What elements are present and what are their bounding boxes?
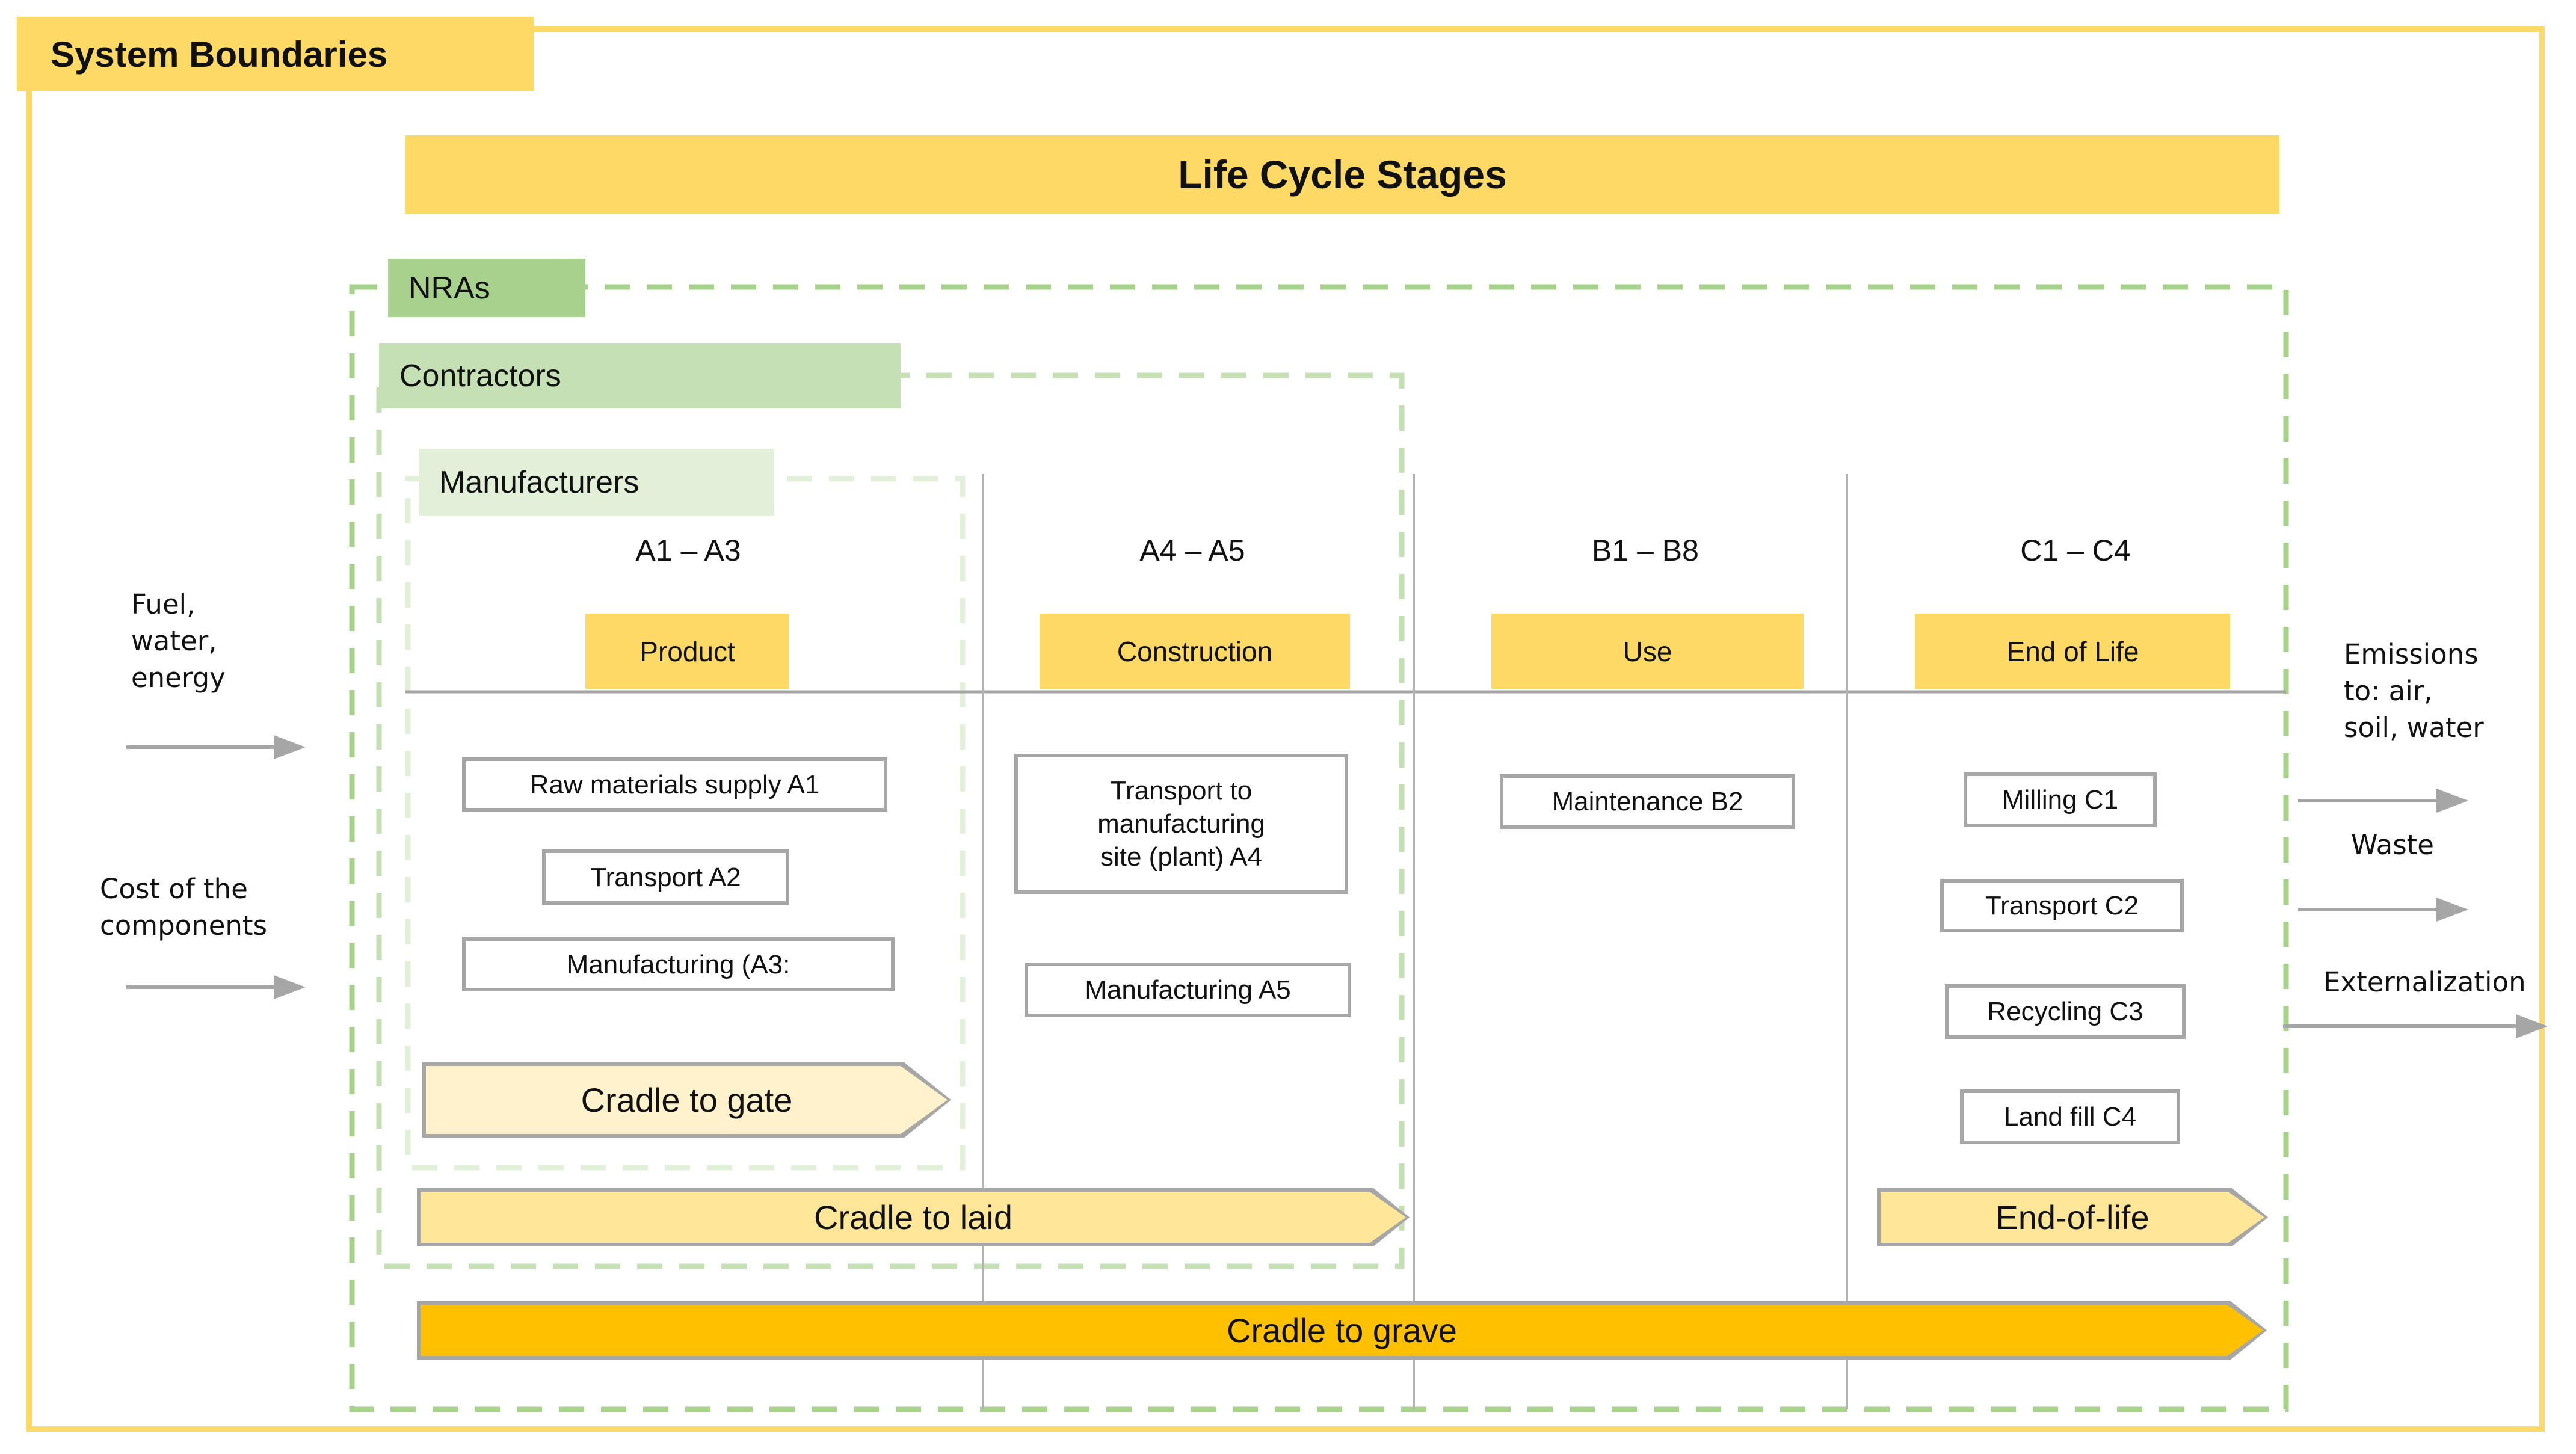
input-label-fuel-water-energy: Fuel, water, energy (131, 588, 226, 694)
process-box-landfill-c4: Land fill C4 (1960, 1089, 2180, 1144)
chevron-fill (1881, 1192, 2264, 1243)
span-arrow-cradle-to-gate: Cradle to gate (422, 1062, 951, 1138)
stage-box-product: Product (585, 614, 789, 689)
process-box-raw-materials-a1: Raw materials supply A1 (462, 757, 887, 812)
output-arrow-waste (2298, 898, 2468, 922)
column-header-b1-b8: B1 – B8 (1592, 534, 1699, 567)
span-arrow-label: Cradle to laid (814, 1198, 1012, 1236)
system-boundary-border (26, 26, 2545, 1432)
output-label-emissions: Emissions to: air, soil, water (2344, 638, 2484, 744)
stage-box-use: Use (1491, 614, 1804, 689)
span-arrow-cradle-to-grave: Cradle to grave (417, 1301, 2267, 1360)
process-box-manufacturing-a5: Manufacturing A5 (1025, 963, 1351, 1017)
process-box-manufacturing-a3: Manufacturing (A3: (462, 937, 895, 991)
chevron-fill (421, 1305, 2263, 1356)
output-label-waste: Waste (2351, 829, 2434, 861)
span-arrow-cradle-to-laid: Cradle to laid (417, 1188, 1410, 1246)
span-arrow-label: Cradle to gate (581, 1081, 793, 1119)
output-label-externalization: Externalization (2323, 966, 2526, 998)
input-label-cost-of-components: Cost of the components (100, 873, 268, 941)
input-arrow-cost (126, 975, 306, 999)
input-arrow-fuel (126, 735, 306, 759)
column-header-a1-a3: A1 – A3 (635, 534, 741, 567)
process-box-transport-c2: Transport C2 (1940, 879, 2184, 932)
stage-box-end-of-life: End of Life (1915, 614, 2230, 689)
output-arrow-externalization (2283, 1014, 2548, 1038)
actor-label-manufacturers: Manufacturers (419, 449, 774, 516)
column-header-c1-c4: C1 – C4 (2020, 534, 2131, 567)
actor-label-contractors: Contractors (379, 343, 901, 408)
lifecycle-stages-header: Life Cycle Stages (405, 135, 2279, 214)
column-header-a4-a5: A4 – A5 (1139, 534, 1245, 567)
process-box-transport-a4: Transport to manufacturing site (plant) … (1014, 754, 1348, 894)
span-arrow-label: End-of-life (1995, 1198, 2149, 1236)
actor-label-nras: NRAs (388, 259, 585, 317)
nras-boundary-box (349, 284, 2289, 1412)
process-box-milling-c1: Milling C1 (1964, 772, 2157, 827)
chevron-fill (421, 1192, 1406, 1243)
process-box-recycling-c3: Recycling C3 (1945, 984, 2186, 1039)
output-arrow-emissions (2298, 789, 2468, 813)
span-arrow-end-of-life: End-of-life (1877, 1188, 2268, 1246)
span-arrow-label: Cradle to grave (1227, 1311, 1457, 1349)
page-title: System Boundaries (17, 17, 534, 91)
process-box-maintenance-b2: Maintenance B2 (1500, 774, 1795, 829)
chevron-fill (426, 1066, 948, 1134)
stage-box-construction: Construction (1040, 614, 1350, 689)
process-box-transport-a2: Transport A2 (542, 849, 789, 905)
